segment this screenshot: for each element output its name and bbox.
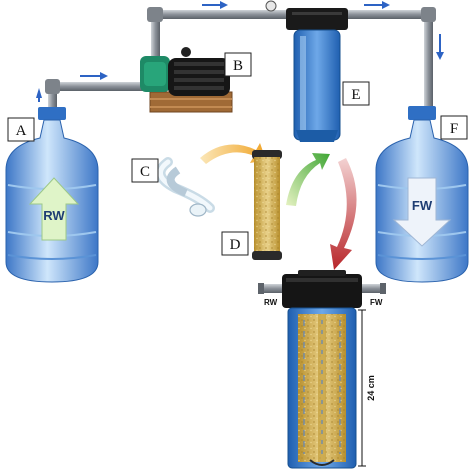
svg-text:B: B (233, 58, 243, 74)
flow-direction-arrows (36, 1, 444, 102)
arrow-up-stem-icon (38, 97, 40, 102)
filter-housing-e (286, 8, 348, 142)
detail-arrow-icon (330, 158, 357, 270)
svg-text:A: A (16, 123, 27, 139)
label-c: C (131, 158, 159, 183)
piping (45, 0, 436, 112)
water-pump (140, 47, 233, 113)
label-f: F (440, 115, 468, 140)
housing-detail (258, 270, 386, 469)
dimension-marker: 24 cm (358, 309, 376, 467)
downflow-arrow-icon (392, 177, 452, 247)
arrow-right-icon (202, 1, 228, 9)
bottle-label-fw: FW (412, 198, 433, 213)
arrow-up-icon (36, 88, 42, 98)
arrow-right-icon (364, 1, 390, 9)
label-e: E (342, 81, 370, 106)
raw-water-bottle: RW (5, 107, 99, 283)
svg-text:D: D (230, 237, 241, 253)
pvc-tube (155, 157, 215, 217)
svg-text:F: F (450, 121, 458, 137)
svg-text:C: C (140, 164, 150, 180)
label-d: D (221, 231, 249, 256)
filtered-water-bottle: FW (375, 106, 469, 283)
svg-text:E: E (351, 87, 360, 103)
arrow-down-icon (436, 34, 444, 60)
filter-cartridge (252, 150, 282, 260)
outlet-label: FW (370, 298, 383, 307)
inlet-label: RW (264, 298, 278, 307)
label-a: A (7, 117, 35, 142)
transform-arrow-icon (200, 143, 266, 164)
insertion-arrow-icon (286, 153, 330, 206)
arrow-right-icon (80, 72, 108, 80)
label-b: B (224, 52, 252, 77)
dimension-label: 24 cm (366, 375, 376, 401)
bottle-label-rw: RW (43, 208, 65, 223)
